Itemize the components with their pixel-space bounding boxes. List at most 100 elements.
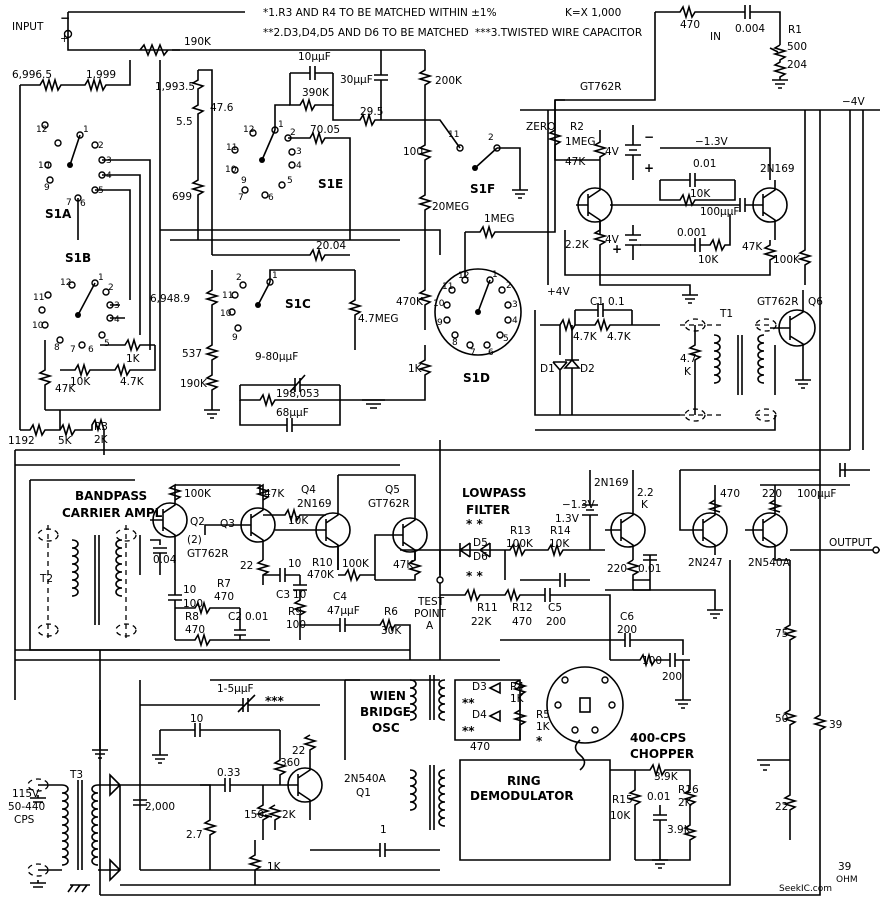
bus-lower xyxy=(15,649,500,661)
capacitor-c4 xyxy=(300,618,375,632)
label-test: TEST xyxy=(417,596,445,608)
label-test-a: A xyxy=(426,620,434,632)
label-0-33: 0.33 xyxy=(217,767,240,779)
label-ohm: OHM xyxy=(836,875,858,885)
resistor-100k-b xyxy=(337,545,375,583)
label-68uuf: 68μμF xyxy=(276,407,309,419)
label-1meg: 1MEG xyxy=(484,213,515,225)
svg-text:7: 7 xyxy=(66,198,72,208)
label-r3: R3 xyxy=(94,421,108,433)
resistor-1k-a xyxy=(100,337,155,353)
label-s1d: S1D xyxy=(463,371,490,385)
label-10-b: 10 xyxy=(288,558,301,570)
label-gt762r-top: GT762R xyxy=(580,81,622,93)
resistors-10k-4.7k xyxy=(60,345,156,378)
wire-lowpass-in xyxy=(400,549,441,575)
note-matched-diodes: **2.D3,D4,D5 AND D6 TO BE MATCHED xyxy=(263,27,469,39)
label-filter: FILTER xyxy=(466,503,510,517)
label-0004: 0.004 xyxy=(735,23,765,35)
label-s1f: S1F xyxy=(470,182,495,196)
test-point-a[interactable] xyxy=(436,576,444,584)
svg-text:2: 2 xyxy=(236,273,242,283)
capacitor-001-b xyxy=(633,554,657,591)
label-6948: 6,948.9 xyxy=(150,293,190,305)
label-neg4v: −4V xyxy=(842,96,865,108)
label-200k: 200K xyxy=(435,75,463,87)
input-label: INPUT xyxy=(12,21,44,33)
label-r8-val: 470 xyxy=(185,624,205,636)
resistor-47k-b xyxy=(564,230,778,276)
label-d4: D4 xyxy=(472,709,487,721)
label-10k-q4: 10K xyxy=(288,515,309,527)
capacitor-10-b xyxy=(263,568,300,582)
label-neg1-3v: −1.3V xyxy=(695,136,728,148)
label-output: OUTPUT xyxy=(829,537,872,549)
label-r2-val: 1MEG xyxy=(565,136,596,148)
label-4v-a: 4V xyxy=(605,146,620,158)
capacitor-001-c xyxy=(652,805,668,869)
label-c4-val: 47μμF xyxy=(327,605,360,617)
label-29-5: 29.5 xyxy=(360,106,383,118)
input-plus: + xyxy=(60,33,69,45)
input-minus: − xyxy=(60,11,70,25)
label-carrier-ampl: CARRIER AMPL xyxy=(62,506,163,520)
ground-c200 xyxy=(675,660,691,709)
label-d2: D2 xyxy=(580,363,595,375)
label-c5: C5 xyxy=(548,602,562,614)
label-0001: 0.001 xyxy=(677,227,707,239)
label-r4-val: 1K xyxy=(510,693,525,705)
svg-text:* *: * * xyxy=(466,569,483,583)
resistor-198053 xyxy=(239,385,341,408)
label-chopper: CHOPPER xyxy=(630,747,694,761)
resistor-47k-q3 xyxy=(255,483,271,501)
diodes-d3-d4 xyxy=(488,681,501,723)
label-2n169-out: 2N169 xyxy=(594,477,629,489)
label-r1: R1 xyxy=(788,24,802,36)
label-47k-c: 47K xyxy=(393,559,414,571)
label-6996: 6,996.5 xyxy=(12,69,52,81)
resistor-470-b xyxy=(680,469,820,513)
capacitor-c6 xyxy=(500,633,684,655)
svg-text:9: 9 xyxy=(232,333,238,343)
ring-demod-box xyxy=(459,759,611,861)
transistor-2n169-out xyxy=(605,470,646,560)
svg-text:9: 9 xyxy=(44,183,50,193)
transformer-t3 xyxy=(27,778,99,893)
svg-text:3: 3 xyxy=(512,300,518,310)
svg-text:2: 2 xyxy=(108,283,114,293)
c0001-r10k xyxy=(640,215,731,253)
resistor-4.7k-d xyxy=(687,325,703,415)
label-470-b: 470 xyxy=(720,488,740,500)
wire-q5-top xyxy=(338,474,416,500)
output-terminal[interactable] xyxy=(872,546,880,554)
label-10k-b: 10K xyxy=(690,188,711,200)
label-d1: D1 xyxy=(540,363,555,375)
label-r12: R12 xyxy=(512,602,533,614)
resistor-390k xyxy=(289,73,334,113)
label-d6: D6 xyxy=(473,551,488,563)
svg-text:11: 11 xyxy=(448,130,459,140)
bus-middle xyxy=(14,440,850,700)
label-demodulator: DEMODULATOR xyxy=(470,789,574,803)
label-r2: R2 xyxy=(570,121,584,133)
svg-text:8: 8 xyxy=(452,338,458,348)
svg-text:10: 10 xyxy=(220,309,232,319)
label-100-c: 100 xyxy=(183,598,203,610)
label-c6-val: 200 xyxy=(617,624,637,636)
ground-68uuf xyxy=(362,399,385,409)
watermark: SeekIC.com xyxy=(779,884,832,894)
label-r14: R14 xyxy=(550,525,571,537)
ground-resistor-net xyxy=(757,759,790,771)
label-3-9k-a: 3.9K xyxy=(654,771,679,783)
label-1-5uuf: 1-5μμF xyxy=(217,683,254,695)
resistors-middle-ladder xyxy=(190,70,206,240)
label-zero: ZERO xyxy=(526,121,555,133)
label-47k-a: 47K xyxy=(55,383,76,395)
label-30uuf: 30μμF xyxy=(340,74,373,86)
